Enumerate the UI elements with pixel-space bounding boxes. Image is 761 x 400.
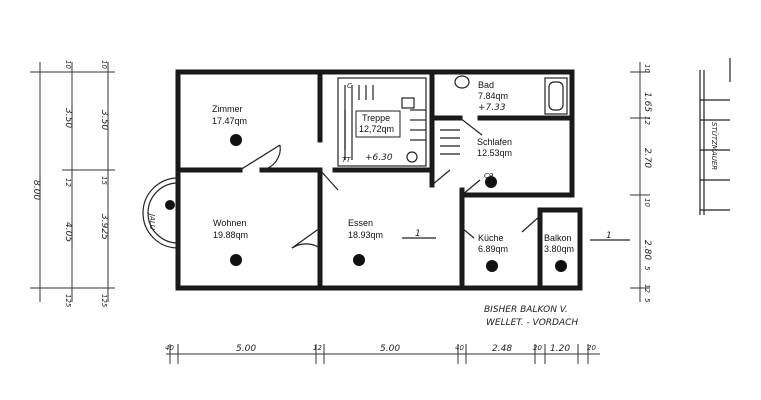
staircase: C TT xyxy=(337,77,427,167)
dim-bottom-2: 12 xyxy=(313,344,322,352)
dim-bottom-0: 40 xyxy=(165,344,174,352)
room-name-balkon: Balkon xyxy=(544,233,572,243)
room-name-schlafen: Schlafen xyxy=(477,137,512,147)
bad-level: +7.33 xyxy=(478,103,506,113)
retaining-wall-symbol xyxy=(699,58,731,215)
dim-bottom-6: 20 xyxy=(533,344,542,352)
light-zimmer xyxy=(230,134,242,146)
dimensions-bottom: 40 5.00 12 5.00 40 2.48 20 1.20 20 xyxy=(165,344,600,364)
light-balkon xyxy=(555,260,567,272)
dim-left-inner-2: 4.05 xyxy=(63,222,73,242)
room-name-treppe: Treppe xyxy=(362,113,390,123)
light-wohnen xyxy=(230,254,242,266)
dim-right-2: 12 xyxy=(643,116,651,125)
room-area-wohnen: 19.88qm xyxy=(213,230,248,240)
dim-left-mid-tick: 10 xyxy=(100,60,108,69)
dim-left-mid-3: 3.925 xyxy=(99,214,109,240)
ceiling-lights xyxy=(165,134,567,272)
dim-right-4: 10 xyxy=(643,198,651,207)
room-area-kueche: 6.89qm xyxy=(478,244,508,254)
light-kueche xyxy=(486,260,498,272)
dim-bottom-8: 20 xyxy=(587,344,596,352)
dim-left-mid-2: 15 xyxy=(100,176,108,185)
dim-left-mid-1: 3.50 xyxy=(99,110,109,130)
dimensions-left: 8.00 10 12 125 3.50 4.05 10 3.50 15 3.92… xyxy=(30,60,115,308)
room-name-essen: Essen xyxy=(348,218,373,228)
dim-right-8: 5 xyxy=(643,298,651,303)
note-line-2: WELLET. - VORDACH xyxy=(486,318,578,328)
room-name-wohnen: Wohnen xyxy=(213,218,246,228)
room-labels: Zimmer 17.47qm Wohnen 19.88qm Treppe 12,… xyxy=(212,80,574,254)
dim-right-5: 2.80 xyxy=(642,240,652,260)
dimensions-right: 10 1.65 12 2.70 10 2.80 5 12 5 xyxy=(630,62,652,303)
dim-left-tick-top: 10 xyxy=(64,60,72,69)
note-line-1: BISHER BALKON V. xyxy=(484,305,568,315)
stair-mark-tt: TT xyxy=(342,156,351,164)
dim-right-7: 12 xyxy=(643,284,651,293)
dim-bottom-5: 2.48 xyxy=(492,344,512,354)
interior-walls xyxy=(175,69,575,291)
side-label: STÜTZMAUER xyxy=(710,122,719,170)
stair-level: +6.30 xyxy=(365,153,393,163)
dim-right-1: 1.65 xyxy=(642,92,652,112)
dim-right-3: 2.70 xyxy=(642,148,652,168)
dim-right-6: 5 xyxy=(643,266,651,271)
dim-left-inner-1: 3.50 xyxy=(63,108,73,128)
section-marker-left: 1 xyxy=(415,229,421,239)
dim-bottom-3: 5.00 xyxy=(380,344,400,354)
bathroom-fixtures xyxy=(454,75,568,115)
dim-bottom-1: 5.00 xyxy=(236,344,256,354)
light-bay xyxy=(165,200,175,210)
section-marker-right: 1 xyxy=(606,231,612,241)
dim-bottom-4: 40 xyxy=(455,344,464,352)
room-area-essen: 18.93qm xyxy=(348,230,383,240)
annotations: +6.30 +7.33 C9 JALU 1 1 BISHER BALKON V.… xyxy=(148,103,719,328)
bedroom-steps xyxy=(440,129,460,155)
light-essen xyxy=(353,254,365,266)
room-name-kueche: Küche xyxy=(478,233,504,243)
dim-left-tick-bot: 125 xyxy=(64,294,72,308)
dim-left-tick-mid: 12 xyxy=(64,178,72,187)
dim-bottom-7: 1.20 xyxy=(550,344,570,354)
room-area-zimmer: 17.47qm xyxy=(212,116,247,126)
doors xyxy=(239,117,541,249)
room-name-zimmer: Zimmer xyxy=(212,104,243,114)
bay-label: JALU xyxy=(148,212,156,230)
room-area-balkon: 3.80qm xyxy=(544,244,574,254)
room-area-bad: 7.84qm xyxy=(478,91,508,101)
room-area-schlafen: 12.53qm xyxy=(477,148,512,158)
light-schlafen xyxy=(485,176,497,188)
room-name-bad: Bad xyxy=(478,80,494,90)
dim-left-mid-4: 125 xyxy=(100,294,108,308)
kitchen-mark: C9 xyxy=(484,172,494,180)
room-area-treppe: 12,72qm xyxy=(359,124,394,134)
dim-left-total: 8.00 xyxy=(31,180,41,200)
stair-mark-c: C xyxy=(347,82,352,90)
bay-window xyxy=(142,177,179,249)
dim-right-0: 10 xyxy=(643,64,651,73)
